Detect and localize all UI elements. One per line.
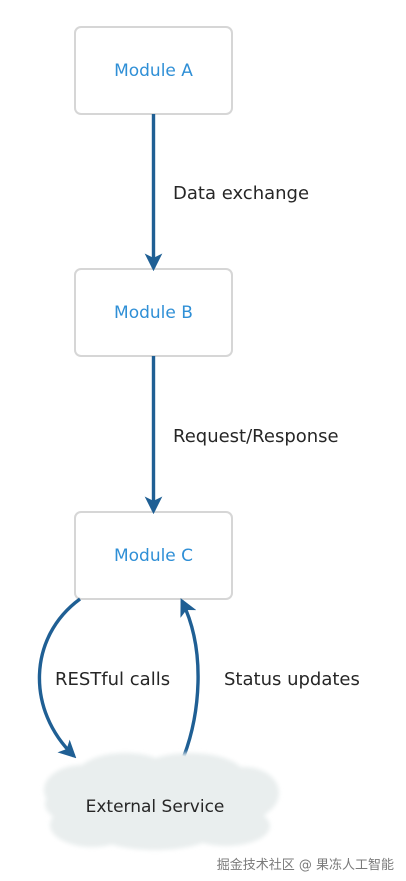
edge-b-to-c: Request/Response (144, 356, 339, 515)
arrow-restful-calls (37, 597, 82, 759)
module-a-label: Module A (114, 61, 193, 81)
arrow-status-updates (180, 598, 200, 757)
external-service-label: External Service (86, 797, 225, 817)
module-c-label: Module C (114, 546, 193, 566)
edge-label-restful-calls: RESTful calls (55, 669, 170, 690)
edge-label-data-exchange: Data exchange (173, 183, 309, 204)
module-a-node: Module A (74, 26, 233, 115)
module-b-label: Module B (114, 303, 193, 323)
module-c-node: Module C (74, 511, 233, 600)
watermark-text: 掘金技术社区 @ 果冻人工智能 (216, 858, 394, 873)
external-service-cloud (44, 753, 279, 850)
edge-external-to-c: Status updates (180, 598, 360, 757)
edge-a-to-b: Data exchange (144, 114, 309, 272)
edge-c-to-external: RESTful calls (37, 597, 170, 759)
edge-label-status-updates: Status updates (224, 669, 360, 690)
edge-label-request-response: Request/Response (173, 426, 339, 447)
module-b-node: Module B (74, 268, 233, 357)
external-service-node: External Service (44, 753, 279, 850)
